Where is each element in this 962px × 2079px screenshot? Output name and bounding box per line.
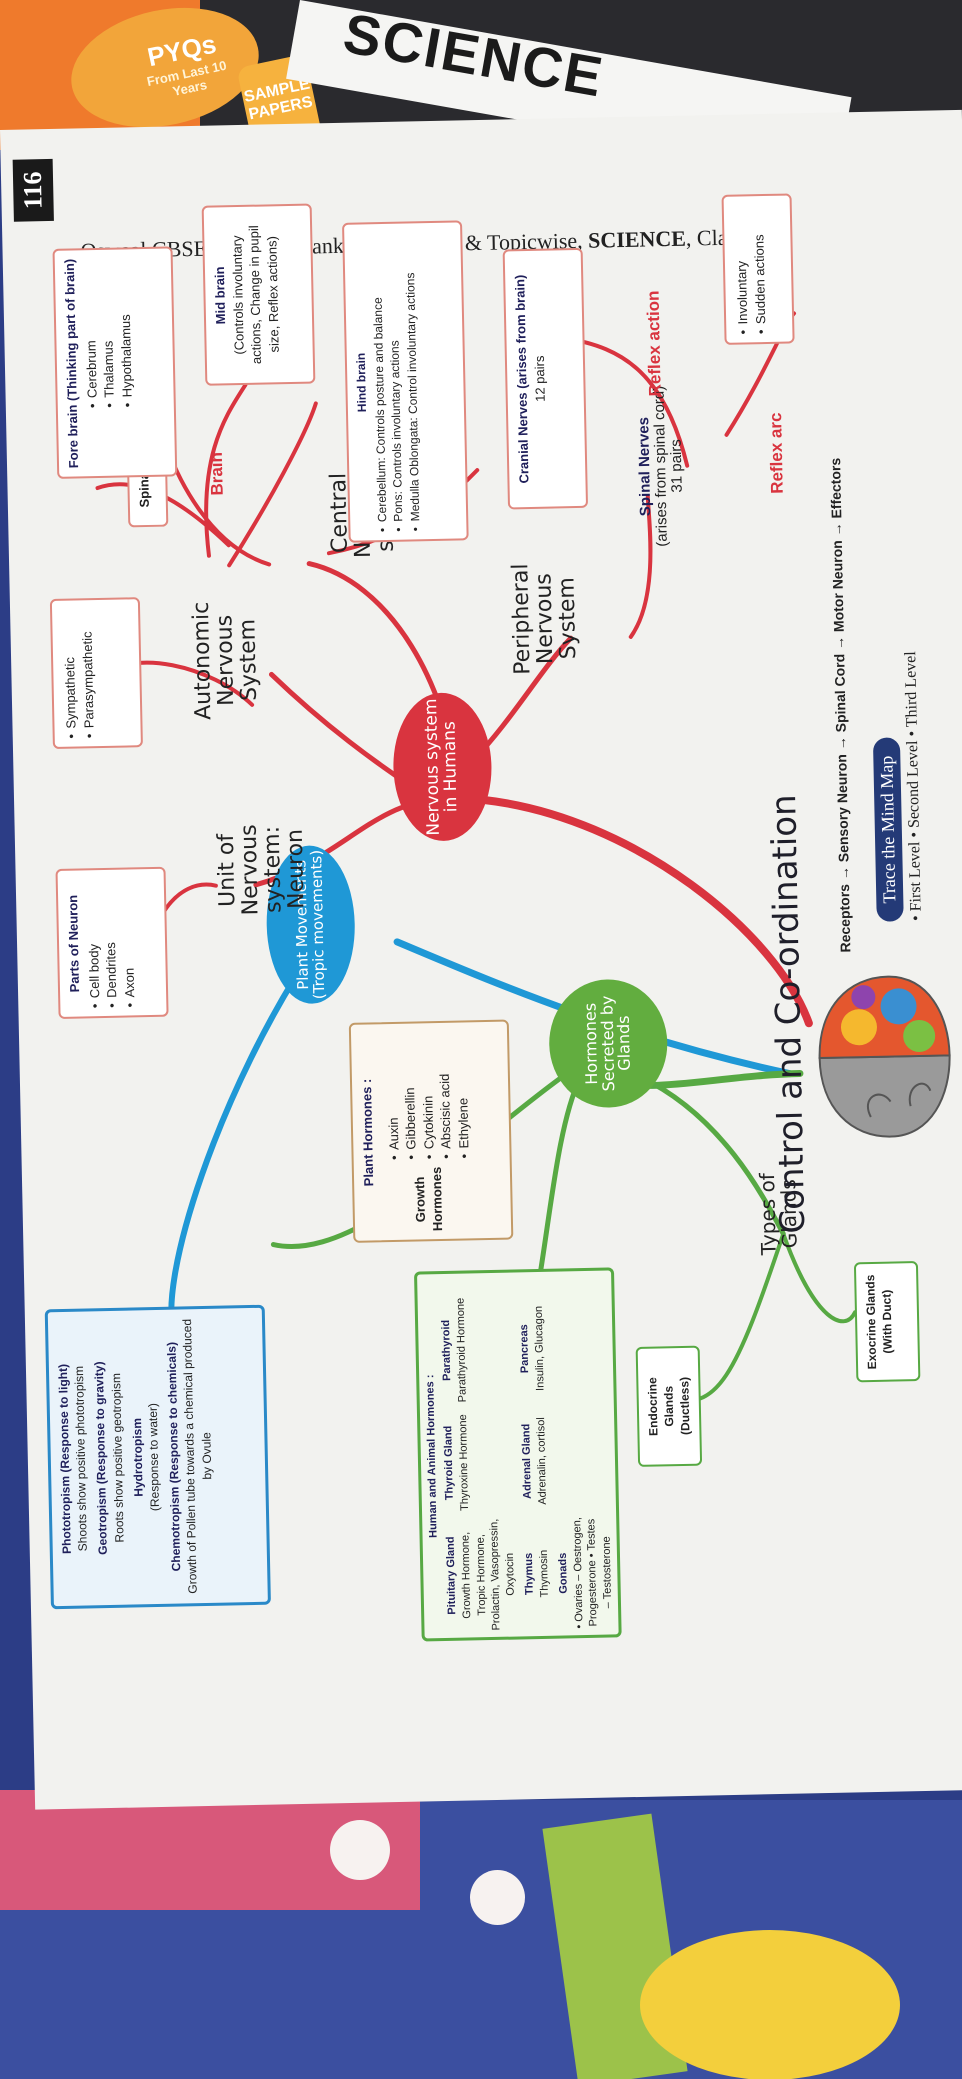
autonomic-list: SympatheticParasympathetic bbox=[60, 608, 98, 739]
fore-brain-item: Hypothalamus bbox=[115, 257, 136, 407]
plant-hormone-item: Gibberellin bbox=[401, 1074, 420, 1159]
gland-hormones: Growth Hormone, Tropic Hormone, Prolacti… bbox=[459, 1518, 518, 1631]
cloth-white-flower bbox=[470, 1870, 525, 1925]
fore-brain-list: CerebrumThalamusHypothalamus bbox=[80, 257, 136, 408]
plant-hormones-title: Plant Hormones : bbox=[358, 1078, 377, 1187]
mind-map-frame: 116 Oswaal CBSE Question Bank Chapterwis… bbox=[0, 110, 962, 1810]
book-page: 116 Oswaal CBSE Question Bank Chapterwis… bbox=[0, 109, 962, 1810]
reflex-types-box: InvoluntarySudden actions bbox=[721, 193, 795, 345]
neuron-part-item: Axon bbox=[118, 877, 138, 1007]
neuron-list: Cell bodyDendritesAxon bbox=[83, 877, 138, 1008]
fore-brain-box: Fore brain (Thinking part of brain) Cere… bbox=[52, 246, 178, 479]
gland-hormones: Parathyroid Hormone bbox=[454, 1297, 469, 1403]
trace-title: Trace the Mind Map bbox=[872, 737, 904, 922]
reflex-arc-label: Reflex arc bbox=[766, 412, 787, 495]
trace-mind-map: Trace the Mind Map • First Level • Secon… bbox=[870, 621, 925, 922]
cranial-nerves-box: Cranial Nerves (arises from brain) 12 pa… bbox=[502, 247, 589, 510]
neuron-parts-box: Parts of Neuron Cell bodyDendritesAxon bbox=[55, 866, 169, 1019]
brain-label: Brain bbox=[206, 451, 227, 496]
page-number: 116 bbox=[12, 158, 54, 222]
reflex-action-label: Reflex action bbox=[643, 290, 665, 397]
plant-hormones-box: Plant Hormones : Growth Hormones AuxinGi… bbox=[348, 1019, 514, 1243]
gland-hormones: Thymosin bbox=[537, 1549, 551, 1598]
peripheral-nervous-node: Peripheral Nervous System bbox=[508, 563, 582, 676]
brain-illustration bbox=[818, 975, 951, 1138]
plant-hormone-list: AuxinGibberellinCytokininAbscisic acidEt… bbox=[383, 1073, 472, 1160]
plant-hormone-item: Cytokinin bbox=[419, 1074, 438, 1159]
autonomic-nervous-node: Autonomic Nervous System bbox=[188, 601, 263, 721]
autonomic-part-item: Parasympathetic bbox=[78, 608, 98, 738]
reflex-list: InvoluntarySudden actions bbox=[732, 204, 770, 335]
neuron-parts-title: Parts of Neuron bbox=[65, 894, 83, 993]
trace-level: • Third Level bbox=[902, 651, 921, 737]
gland-hormones: Thyroxine Hormone bbox=[456, 1414, 471, 1512]
exocrine-glands-box: Exocrine Glands (With Duct) bbox=[853, 1261, 921, 1383]
tropisms-box: Phototropism (Response to light)Shoots s… bbox=[44, 1304, 271, 1610]
endocrine-glands-box: Endocrine Glands (Ductless) bbox=[635, 1345, 703, 1467]
hind-brain-box: Hind brain Cerebellum: Controls posture … bbox=[342, 220, 469, 543]
trace-level: • First Level bbox=[906, 837, 925, 922]
gland-hormones: Insulin, Glucagon bbox=[532, 1305, 547, 1392]
gland-hormones: • Ovaries – Oestrogen, Progesterone • Te… bbox=[570, 1517, 615, 1629]
animal-hormones-box: Human and Animal Hormones : Pituitary Gl… bbox=[413, 1267, 622, 1642]
cloth-white-flower bbox=[330, 1820, 390, 1880]
mid-brain-desc: (Controls involuntary actions, Change in… bbox=[228, 225, 282, 365]
tropism-desc: Growth of Pollen tube towards a chemical… bbox=[180, 1318, 214, 1594]
plant-hormone-item: Abscisic acid bbox=[436, 1074, 455, 1159]
plant-hormone-item: Auxin bbox=[383, 1075, 402, 1160]
gland-item: Gonads• Ovaries – Oestrogen, Progesteron… bbox=[555, 1516, 617, 1630]
cloth-yellow-flower bbox=[640, 1930, 900, 2079]
gland-hormones: Adrenalin, cortisol bbox=[534, 1417, 549, 1505]
autonomic-parts-box: SympatheticParasympathetic bbox=[49, 597, 143, 750]
reflex-type-item: Sudden actions bbox=[749, 204, 769, 334]
growth-hormones-label: Growth Hormones bbox=[411, 1166, 446, 1232]
hind-brain-list: Cerebellum: Controls posture and balance… bbox=[368, 231, 423, 532]
plant-hormone-item: Ethylene bbox=[454, 1073, 473, 1158]
trace-level: • Second Level bbox=[903, 736, 924, 838]
mid-brain-box: Mid brain (Controls involuntary actions,… bbox=[201, 203, 316, 386]
tropism-list: Phototropism (Response to light)Shoots s… bbox=[54, 1317, 217, 1598]
fore-brain-title: Fore brain (Thinking part of brain) bbox=[61, 258, 82, 469]
unit-nervous-system-node: Unit of Nervous system: Neuron bbox=[213, 824, 310, 916]
